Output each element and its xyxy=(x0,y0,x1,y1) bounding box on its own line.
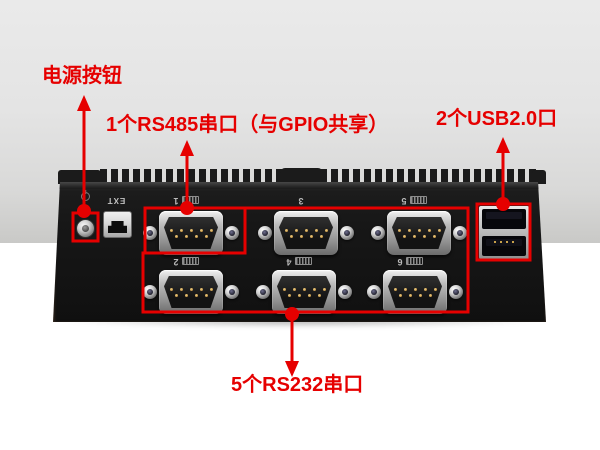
serial-port-1 xyxy=(143,210,239,256)
port-number: 2 xyxy=(173,257,179,267)
db9-shell xyxy=(387,211,451,255)
jack-screw-icon xyxy=(449,285,463,299)
heatsink-right-cap xyxy=(532,170,546,184)
dip-switch-icon xyxy=(181,196,199,205)
serial-port-5-tag: 5 xyxy=(371,195,467,206)
port-number: 3 xyxy=(298,196,304,206)
jack-screw-icon xyxy=(143,226,157,240)
dip-switch-icon xyxy=(181,257,199,266)
rs232-annotation-label: 5个RS232串口 xyxy=(231,374,364,396)
port-number: 1 xyxy=(173,196,179,206)
heatsink-left-cap xyxy=(58,170,101,184)
ext-port-label: EXT xyxy=(106,196,126,205)
usb-contacts xyxy=(494,241,514,243)
port-number: 5 xyxy=(401,196,407,206)
jack-screw-icon xyxy=(143,285,157,299)
jack-screw-icon xyxy=(367,285,381,299)
db9-shell xyxy=(274,211,338,255)
serial-port-6-tag: 6 xyxy=(367,256,463,267)
db9-shell xyxy=(159,211,223,255)
dip-switch-icon xyxy=(409,196,427,205)
db9-shell xyxy=(272,270,336,314)
serial-port-2-tag: 2 xyxy=(143,256,239,267)
usb-ports-block xyxy=(479,206,529,259)
serial-port-6 xyxy=(367,269,463,315)
device-top-bevel xyxy=(58,182,542,189)
jack-screw-icon xyxy=(258,226,272,240)
jack-screw-icon xyxy=(225,226,239,240)
jack-screw-icon xyxy=(225,285,239,299)
power-button xyxy=(76,219,95,238)
serial-port-5 xyxy=(371,210,467,256)
db9-shell xyxy=(159,270,223,314)
serial-port-1-tag: 1 xyxy=(143,195,239,206)
usb-tongue xyxy=(486,212,522,219)
port-number: 4 xyxy=(286,257,292,267)
serial-port-4-tag: 4 xyxy=(256,256,352,267)
power-icon xyxy=(81,192,90,201)
db9-face xyxy=(388,276,442,308)
port-number: 6 xyxy=(397,257,403,267)
jack-screw-icon xyxy=(256,285,270,299)
db9-face xyxy=(392,217,446,249)
power-annotation-label: 电源按钮 xyxy=(42,65,122,87)
serial-port-3-tag: 3 xyxy=(258,195,354,206)
heatsink-center-bump xyxy=(280,168,323,184)
db9-face xyxy=(164,276,218,308)
db9-face xyxy=(277,276,331,308)
db9-shell xyxy=(383,270,447,314)
db9-face xyxy=(164,217,218,249)
usb-port-top xyxy=(482,209,526,229)
jack-screw-icon xyxy=(453,226,467,240)
usb-annotation-label: 2个USB2.0口 xyxy=(436,108,558,130)
serial-port-3 xyxy=(258,210,354,256)
jack-screw-icon xyxy=(338,285,352,299)
dip-switch-icon xyxy=(405,257,423,266)
rs485-annotation-label: 1个RS485串口（与GPIO共享） xyxy=(106,114,389,136)
jack-screw-icon xyxy=(371,226,385,240)
dip-switch-icon xyxy=(294,257,312,266)
serial-port-4 xyxy=(256,269,352,315)
usb-port-bottom xyxy=(482,236,526,256)
ext-port xyxy=(103,211,132,238)
db9-face xyxy=(279,217,333,249)
jack-screw-icon xyxy=(340,226,354,240)
serial-port-2 xyxy=(143,269,239,315)
